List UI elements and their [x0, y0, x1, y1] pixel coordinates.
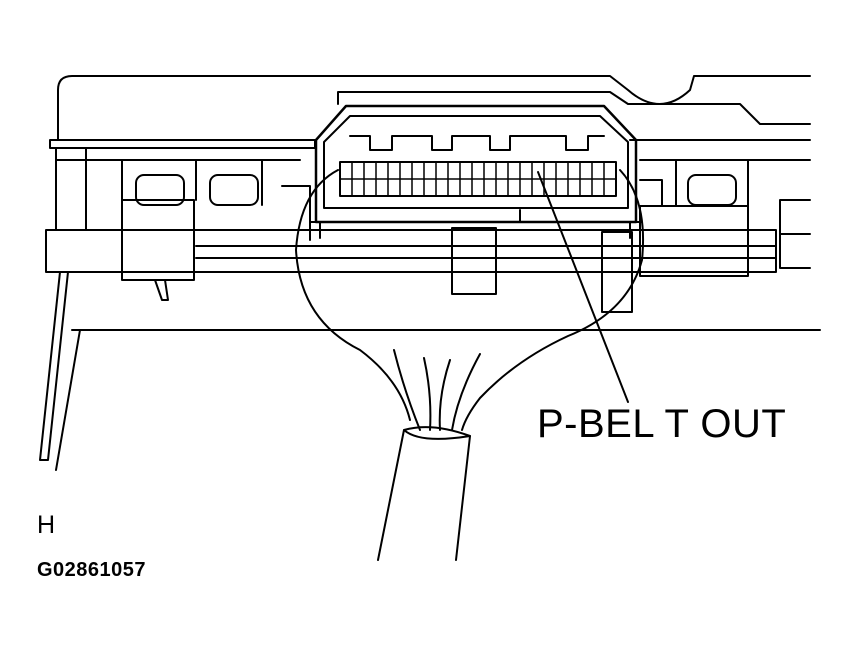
harness-wire-2: [423, 357, 432, 431]
right-mount-block: [639, 205, 749, 277]
left-clip-1: [135, 174, 185, 206]
harness-sheath-end: [403, 429, 471, 440]
right-edge-block: [779, 199, 811, 269]
harness-wire-3: [438, 359, 451, 431]
view-letter: H: [37, 511, 56, 539]
horizontal-rail: [45, 229, 777, 273]
right-clip: [687, 174, 737, 206]
harness-wire-1: [393, 349, 421, 431]
harness-sheath: [377, 426, 471, 561]
harness-wire-4: [451, 353, 481, 431]
figure-code: G02861057: [37, 559, 147, 581]
right-clip-frame: [639, 159, 749, 207]
rail-center-block: [451, 227, 497, 295]
horizontal-rail-inner: [195, 245, 777, 259]
left-descending-leads: [39, 271, 81, 471]
left-vertical-rail: [55, 147, 87, 231]
housing-horizontal-edge: [49, 139, 316, 149]
left-mount-block: [121, 199, 195, 281]
connector-pin-grid: [339, 161, 617, 197]
rail-right-clamp: [601, 231, 633, 313]
magnifier-loop: [295, 169, 645, 431]
callout-leader-line: [537, 171, 629, 403]
left-clip-2: [209, 174, 259, 206]
connector-base-flange: [309, 209, 643, 239]
rear-housing-outline: [57, 75, 811, 140]
left-clip-frame: [121, 159, 311, 241]
connector-keyed-top: [323, 115, 629, 209]
inner-housing-step: [337, 91, 811, 125]
callout-label: P-BEL T OUT: [537, 402, 787, 446]
left-mount-tab: [154, 279, 169, 301]
connector-latch-ridges: [349, 135, 605, 151]
